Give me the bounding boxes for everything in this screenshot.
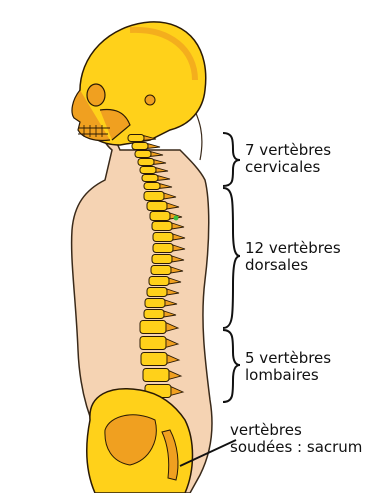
sacrum-label: vertèbres soudées : sacrum [230, 422, 362, 456]
dorsal-label: 12 vertèbres dorsales [245, 240, 341, 274]
skull [72, 22, 206, 145]
dorsal-brace [223, 188, 240, 328]
highlight-dot [174, 216, 179, 221]
lumbar-label: 5 vertèbres lombaires [245, 350, 331, 384]
vertebra-cervical [132, 143, 160, 150]
cervical-brace [223, 133, 240, 186]
lumbar-brace [223, 330, 240, 402]
cervical-label: 7 vertèbres cervicales [245, 142, 331, 176]
